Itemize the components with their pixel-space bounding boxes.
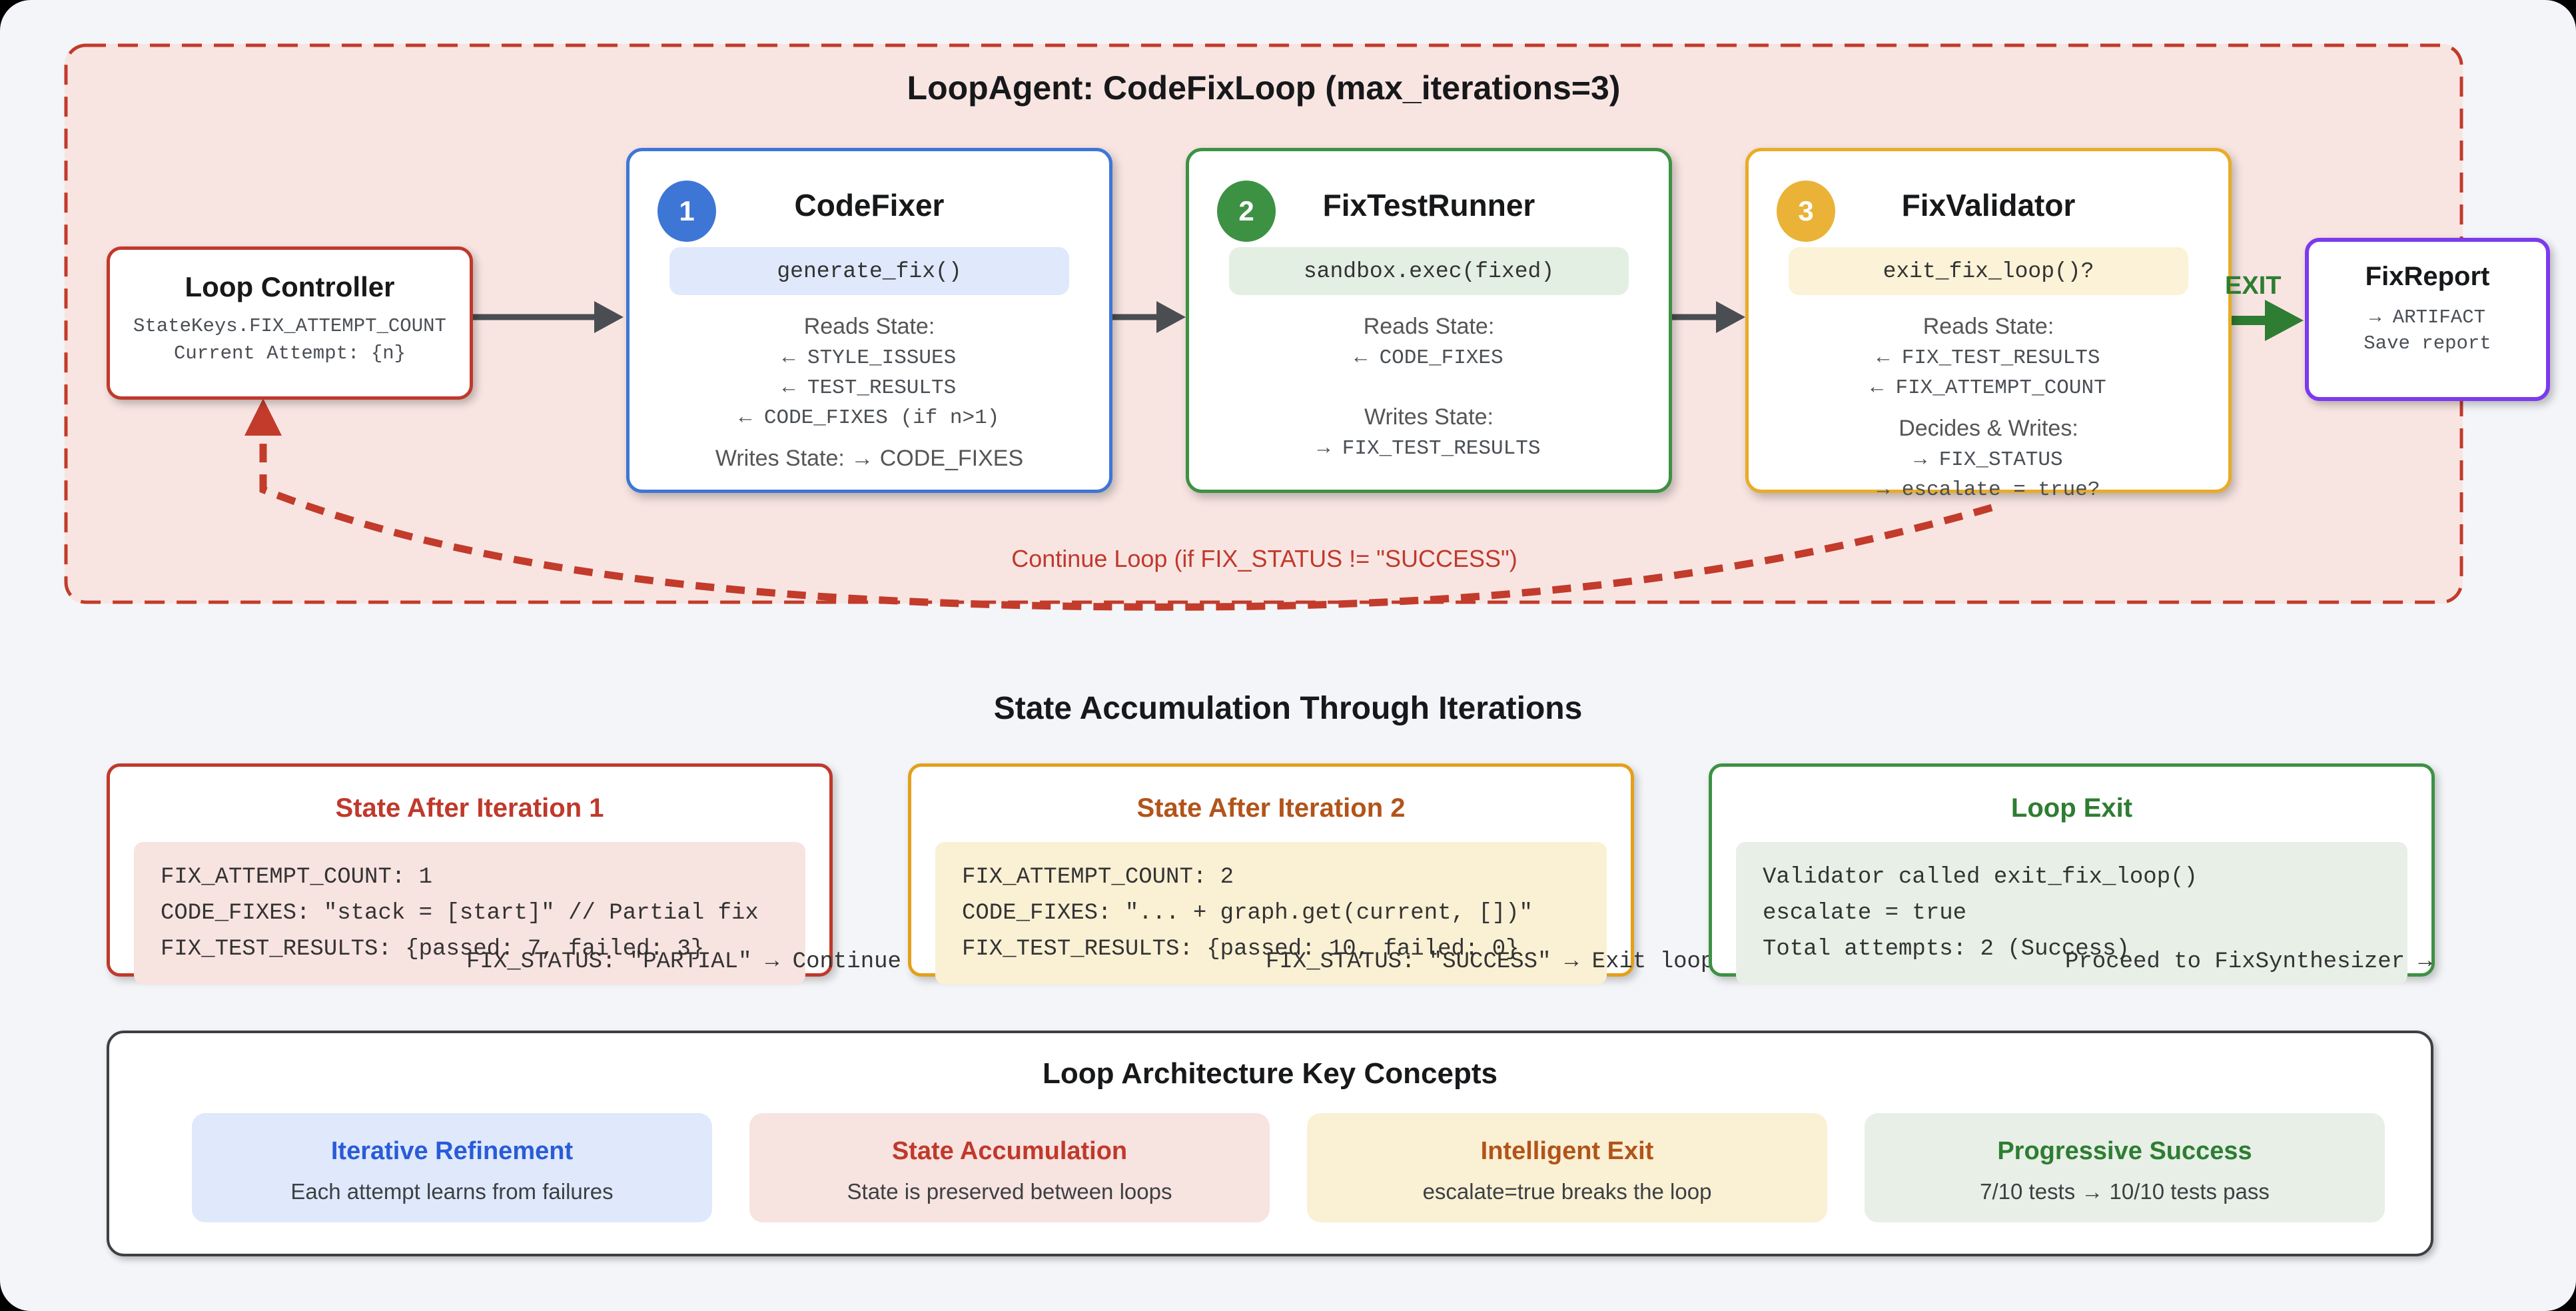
fixreport-title: FixReport: [2365, 262, 2490, 291]
fixreport-line: Save report: [2363, 332, 2491, 354]
code-line: CODE_FIXES: "stack = [start]" // Partial…: [161, 901, 759, 926]
concept-subtitle: 7/10 tests → 10/10 tests pass: [1980, 1179, 2270, 1204]
state-key: ← CODE_FIXES: [1354, 346, 1503, 370]
state-key: ← STYLE_ISSUES: [782, 346, 957, 370]
decides-writes-label: Decides & Writes:: [1899, 416, 2078, 441]
concept-title: Iterative Refinement: [330, 1137, 574, 1165]
exit-label: EXIT: [2225, 272, 2282, 300]
reads-state-label: Reads State:: [1363, 314, 1495, 339]
reads-state-label: Reads State:: [803, 314, 935, 339]
state-card-title: State After Iteration 1: [335, 793, 604, 823]
writes-state-label: Writes State: → CODE_FIXES: [715, 446, 1024, 471]
loop-controller-line: StateKeys.FIX_ATTEMPT_COUNT: [133, 315, 446, 337]
state-section-heading: State Accumulation Through Iterations: [993, 691, 1583, 726]
code-line: Validator called exit_fix_loop(): [1763, 865, 2198, 890]
code-line: FIX_ATTEMPT_COUNT: 2: [962, 865, 1234, 890]
concept-title: Intelligent Exit: [1480, 1137, 1654, 1165]
continue-loop-label: Continue Loop (if FIX_STATUS != "SUCCESS…: [1011, 545, 1517, 572]
concept-subtitle: escalate=true breaks the loop: [1422, 1179, 1712, 1204]
step-3-badge: 3: [1777, 181, 1835, 242]
state-card-code: FIX_ATTEMPT_COUNT: 2 CODE_FIXES: "... + …: [935, 842, 1607, 985]
state-card-code: FIX_ATTEMPT_COUNT: 1 CODE_FIXES: "stack …: [134, 842, 805, 985]
fixvalidator-code: exit_fix_loop()?: [1789, 247, 2188, 295]
concept-iterative-refinement: Iterative Refinement Each attempt learns…: [192, 1113, 712, 1222]
fixvalidator-node: 3 FixValidator exit_fix_loop()? Reads St…: [1745, 148, 2232, 502]
fix-status-overflow-2: FIX_STATUS: "SUCCESS" → Exit loop: [1266, 949, 1715, 975]
state-card-code: Validator called exit_fix_loop() escalat…: [1736, 842, 2407, 985]
fixreport-node: FixReport → ARTIFACT Save report: [2305, 238, 2550, 401]
state-card-iteration-1: State After Iteration 1 FIX_ATTEMPT_COUN…: [107, 763, 833, 985]
concept-subtitle: State is preserved between loops: [847, 1179, 1172, 1204]
code-line: FIX_ATTEMPT_COUNT: 1: [161, 865, 433, 890]
writes-state-label: Writes State:: [1364, 404, 1494, 430]
state-key: ← CODE_FIXES (if n>1): [739, 406, 1000, 430]
state-key: → escalate = true?: [1877, 478, 2100, 502]
concept-progressive-success: Progressive Success 7/10 tests → 10/10 t…: [1865, 1113, 2385, 1222]
loop-controller-node: Loop Controller StateKeys.FIX_ATTEMPT_CO…: [107, 246, 473, 400]
codefixer-code: generate_fix(): [669, 247, 1069, 295]
loop-container-title: LoopAgent: CodeFixLoop (max_iterations=3…: [907, 69, 1621, 107]
fixtestrunner-code: sandbox.exec(fixed): [1229, 247, 1629, 295]
state-card-title: Loop Exit: [2010, 793, 2133, 823]
state-key: ← FIX_ATTEMPT_COUNT: [1871, 376, 2106, 400]
fix-status-overflow-1: FIX_STATUS: "PARTIAL" → Continue loop: [466, 949, 969, 975]
state-key: → FIX_TEST_RESULTS: [1317, 437, 1541, 460]
concept-state-accumulation: State Accumulation State is preserved be…: [749, 1113, 1270, 1222]
code-line: escalate = true: [1763, 901, 1967, 926]
state-key: ← TEST_RESULTS: [782, 376, 957, 400]
proceed-overflow: Proceed to FixSynthesizer →: [2065, 949, 2432, 975]
concept-title: Progressive Success: [1997, 1137, 2252, 1165]
key-concepts-panel: Loop Architecture Key Concepts Iterative…: [107, 1031, 2433, 1256]
loop-controller-line: Current Attempt: {n}: [173, 342, 406, 364]
fixtestrunner-node: 2 FixTestRunner sandbox.exec(fixed) Read…: [1186, 148, 1672, 493]
state-card-title: State After Iteration 2: [1136, 793, 1406, 823]
fixreport-line: → ARTIFACT: [2369, 306, 2486, 328]
code-line: FIX_TEST_RESULTS: {passed: 10, failed: 0…: [962, 937, 1519, 962]
state-card-iteration-2: State After Iteration 2 FIX_ATTEMPT_COUN…: [908, 763, 1634, 985]
codefixer-node: 1 CodeFixer generate_fix() Reads State: …: [626, 148, 1112, 493]
state-key: ← FIX_TEST_RESULTS: [1877, 346, 2100, 370]
key-concepts-title: Loop Architecture Key Concepts: [1043, 1057, 1498, 1090]
code-line: FIX_TEST_RESULTS: {passed: 7, failed: 3}: [161, 937, 705, 962]
state-card-loop-exit: Loop Exit Validator called exit_fix_loop…: [1709, 763, 2435, 985]
concept-title: State Accumulation: [891, 1137, 1128, 1165]
reads-state-label: Reads State:: [1923, 314, 2054, 339]
loop-controller-title: Loop Controller: [185, 271, 395, 302]
step-1-badge: 1: [657, 181, 716, 242]
step-2-badge: 2: [1217, 181, 1276, 242]
code-line: CODE_FIXES: "... + graph.get(current, []…: [962, 901, 1533, 926]
concept-subtitle: Each attempt learns from failures: [290, 1179, 614, 1204]
code-line: Total attempts: 2 (Success): [1763, 937, 2130, 962]
state-key: → FIX_STATUS: [1914, 448, 2063, 472]
concept-intelligent-exit: Intelligent Exit escalate=true breaks th…: [1307, 1113, 1827, 1222]
